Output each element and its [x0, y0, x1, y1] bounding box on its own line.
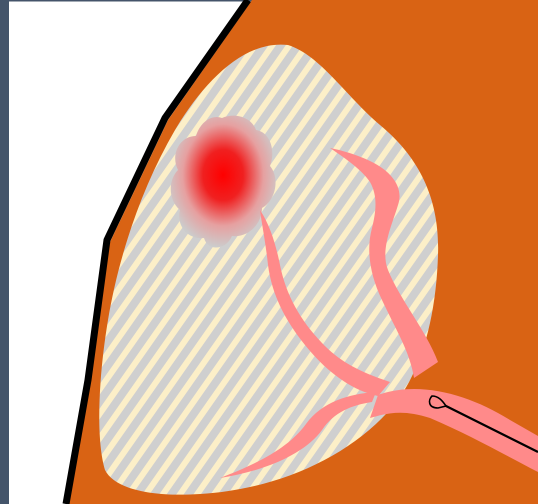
left-frame-border	[0, 0, 9, 504]
